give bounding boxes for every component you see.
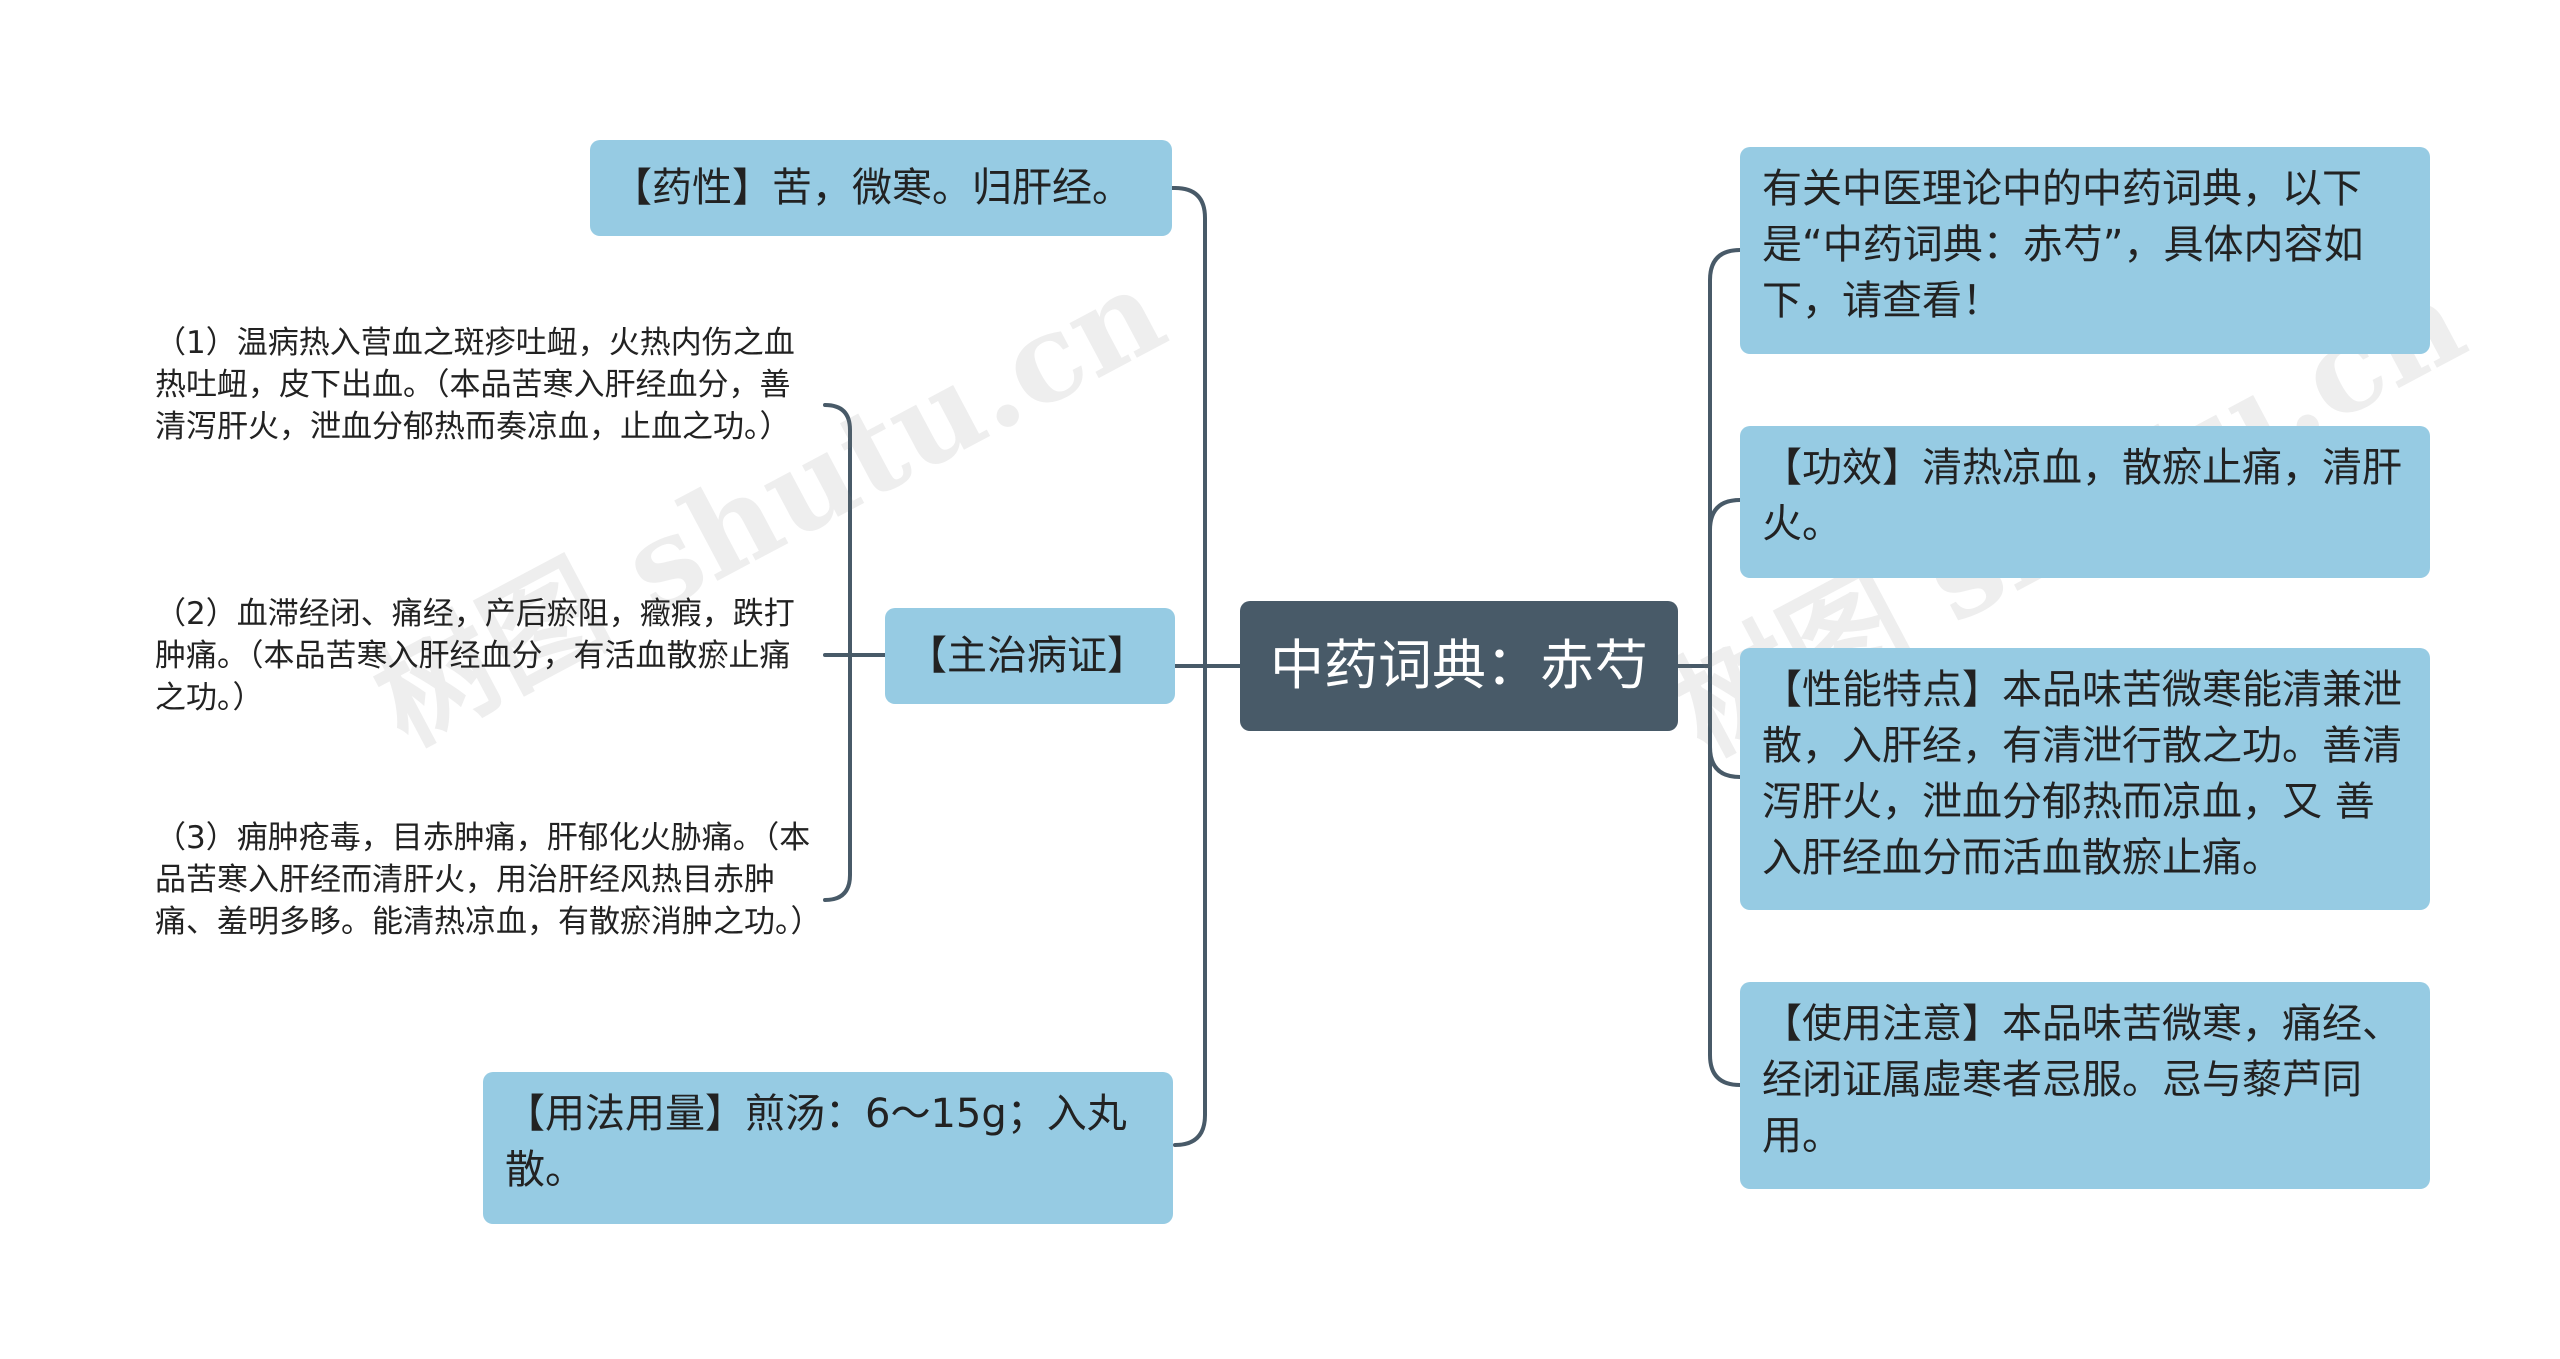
- connector-right-xingneng: [1708, 745, 1742, 779]
- node-intro[interactable]: 有关中医理论中的中药词典，以下是“中药词典：赤芍”，具体内容如下，请查看！: [1740, 147, 2430, 354]
- leaf-zhuzhi-1[interactable]: （1）温病热入营血之斑疹吐衄，火热内伤之血热吐衄，皮下出血。（本品苦寒入肝经血分…: [155, 325, 795, 445]
- connector-right-trunk: [1708, 248, 1742, 1087]
- connector-zhuzhi-leaves: [823, 403, 852, 902]
- leaf-zhuzhi-3[interactable]: （3）痈肿疮毒，目赤肿痛，肝郁化火胁痛。（本品苦寒入肝经而清肝火，用治肝经风热目…: [155, 820, 822, 940]
- center-topic[interactable]: 中药词典：赤芍: [1240, 601, 1678, 731]
- node-gongxiao[interactable]: 【功效】清热凉血，散瘀止痛，清肝火。: [1740, 426, 2430, 578]
- node-zhuzhi[interactable]: 【主治病证】: [885, 608, 1175, 704]
- node-zhuyi[interactable]: 【使用注意】本品味苦微寒，痛经、经闭证属虚寒者忌服。忌与藜芦同用。: [1740, 982, 2430, 1189]
- node-yaoxing[interactable]: 【药性】苦，微寒。归肝经。: [590, 140, 1172, 236]
- node-xingneng[interactable]: 【性能特点】本品味苦微寒能清兼泄散，入肝经，有清泄行散之功。善清泻肝火，泄血分郁…: [1740, 648, 2430, 910]
- connector-right-gongxiao: [1708, 498, 1742, 532]
- leaf-zhuzhi-2[interactable]: （2）血滞经闭、痛经，产后瘀阻，癥瘕，跌打肿痛。（本品苦寒入肝经血分，有活血散瘀…: [155, 596, 795, 716]
- node-yongfa[interactable]: 【用法用量】煎汤：6～15g；入丸散。: [483, 1072, 1173, 1224]
